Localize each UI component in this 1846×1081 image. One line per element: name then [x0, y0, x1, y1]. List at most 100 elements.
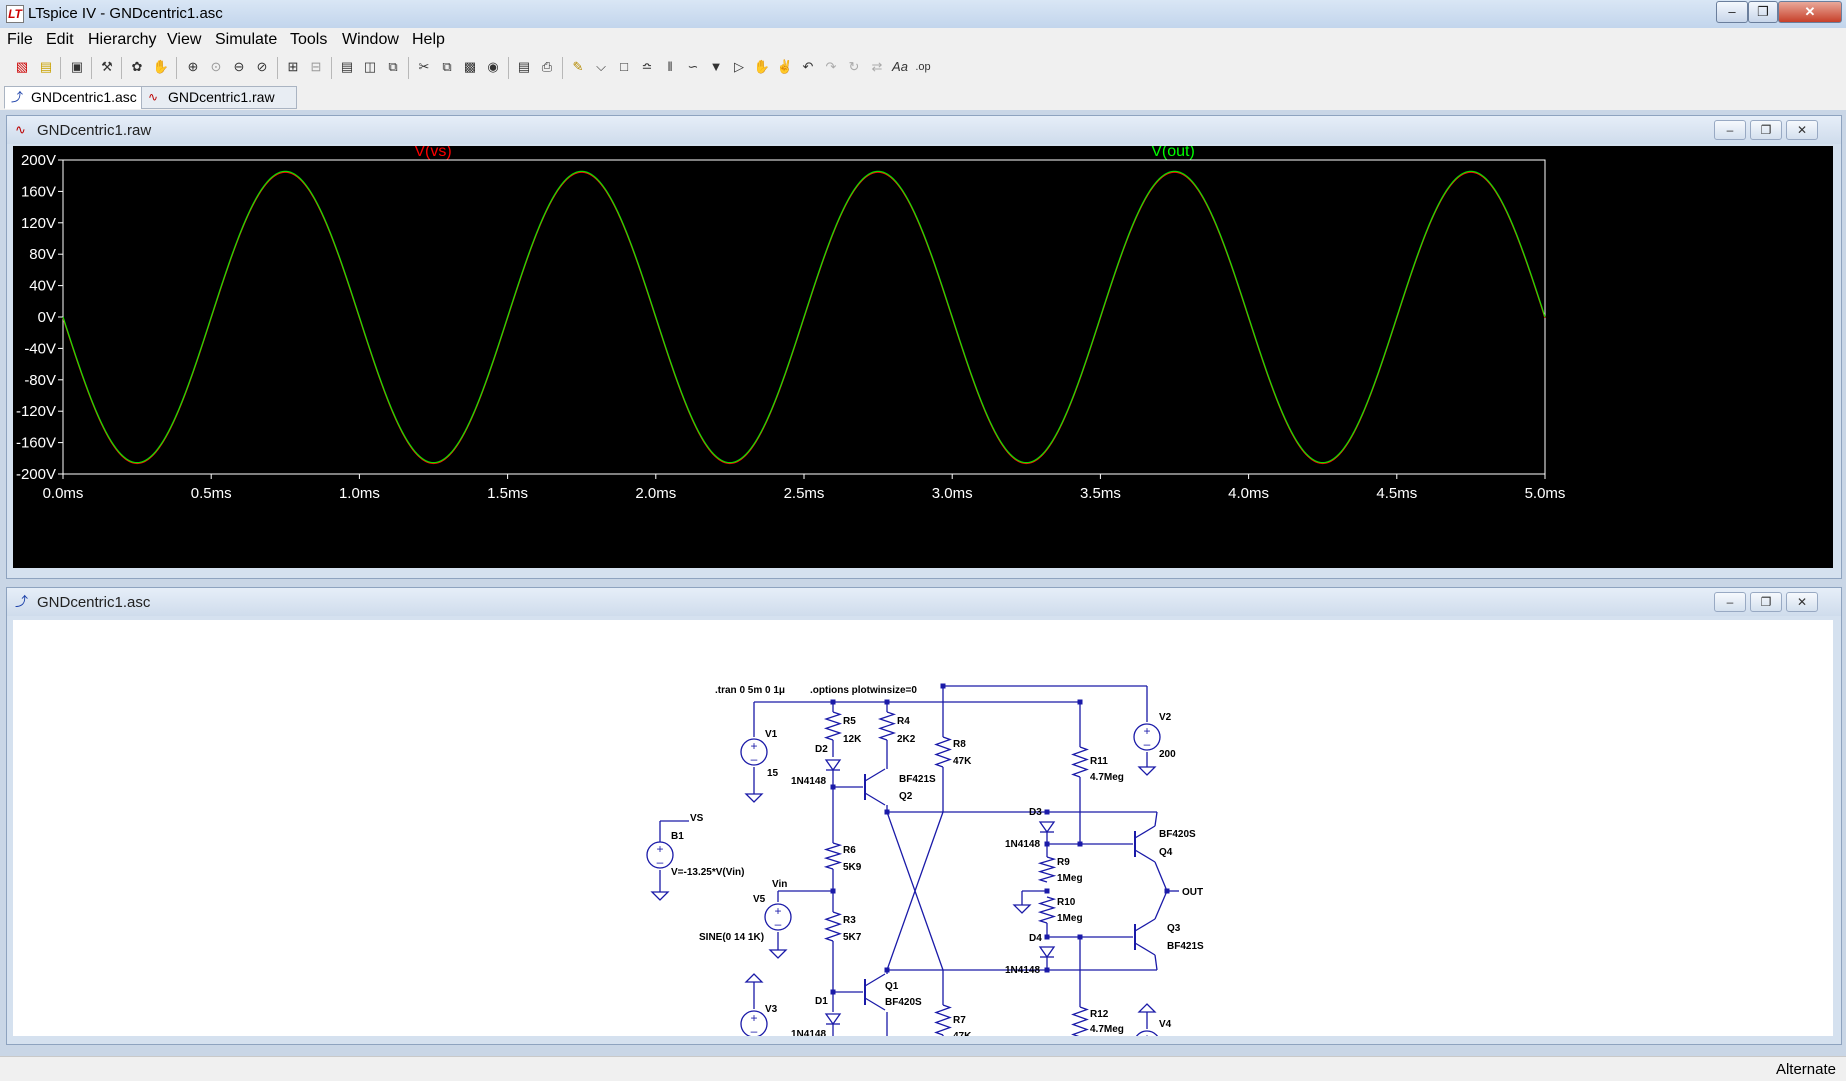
tab-label: GNDcentric1.raw	[168, 89, 275, 105]
waveform-icon: ∿	[15, 122, 26, 137]
y-tick-label: 120V	[21, 215, 56, 232]
spice-directive-icon[interactable]: .op	[915, 61, 931, 73]
text-icon[interactable]: Aa	[892, 59, 908, 74]
schematic-window: ⤴ GNDcentric1.asc – ❐ ✕ .tran 0 5m 0 1μ.…	[6, 587, 1842, 1081]
menu-window[interactable]: Window	[342, 31, 399, 48]
autorange-icon[interactable]: ⊞	[287, 59, 299, 74]
q2-transistor-emitter	[864, 792, 886, 806]
x-tick-label: 3.0ms	[932, 485, 973, 502]
ground-icon[interactable]: ⌵	[596, 59, 606, 74]
label-icon[interactable]: □	[620, 59, 628, 74]
v5-source-plus: +	[774, 904, 781, 918]
capacitor-icon[interactable]: ‖	[667, 59, 673, 74]
v1-label: V1	[765, 729, 778, 740]
waveform-chart[interactable]: 200V160V120V80V40V0V-40V-80V-120V-160V-2…	[13, 143, 1833, 568]
close-icon[interactable]: ✕	[1778, 1, 1842, 23]
zoom-in-icon[interactable]: ⊕	[187, 59, 199, 74]
print-setup-icon[interactable]: ▤	[517, 59, 531, 74]
tab-waveform[interactable]: ∿ GNDcentric1.raw	[141, 86, 297, 109]
copy-icon[interactable]: ⧉	[442, 59, 452, 74]
wire	[886, 811, 944, 971]
r8-value: 47K	[953, 756, 972, 767]
menu-file[interactable]: File	[7, 31, 33, 48]
rotate-icon[interactable]: ↻	[848, 59, 860, 74]
menu-view[interactable]: View	[167, 31, 202, 48]
r9-label: R9	[1057, 857, 1070, 868]
find-icon[interactable]: ◉	[487, 59, 499, 74]
zoom-out-icon[interactable]: ⊖	[233, 59, 245, 74]
new-schematic-icon[interactable]: ▧	[15, 59, 29, 74]
x-tick-label: 1.0ms	[339, 485, 380, 502]
minimize-icon[interactable]: –	[1714, 120, 1746, 140]
ltspice-app-icon[interactable]: LT	[6, 5, 24, 23]
menu-tools[interactable]: Tools	[290, 31, 328, 48]
redo-icon[interactable]: ↷	[825, 59, 837, 74]
toolbar-separator	[277, 57, 278, 79]
toolbar-separator	[176, 57, 177, 79]
fit-icon[interactable]: ⊟	[310, 59, 322, 74]
q3-label: Q3	[1167, 923, 1181, 934]
diode-icon[interactable]: ▼	[709, 59, 723, 74]
cascade-icon[interactable]: ⧉	[388, 59, 398, 74]
restore-icon[interactable]: ❐	[1750, 592, 1782, 612]
close-icon[interactable]: ✕	[1786, 120, 1818, 140]
undo-icon[interactable]: ↶	[802, 59, 814, 74]
print-icon[interactable]: ⎙	[541, 59, 553, 74]
pan-hand-icon[interactable]: ✋	[152, 59, 170, 74]
tile-horizontal-icon[interactable]: ▤	[340, 59, 354, 74]
d3-diode	[1038, 821, 1056, 834]
component-icon[interactable]: ▷	[734, 59, 744, 74]
toolbar-separator	[91, 57, 92, 79]
tab-schematic[interactable]: ⤴ GNDcentric1.asc	[4, 86, 142, 109]
x-tick-label: 0.0ms	[43, 485, 84, 502]
menu-help[interactable]: Help	[412, 31, 445, 48]
open-icon[interactable]: ▤	[39, 59, 53, 74]
menu-edit[interactable]: Edit	[46, 31, 74, 48]
menu-hierarchy[interactable]: Hierarchy	[88, 31, 157, 48]
menu-simulate[interactable]: Simulate	[215, 31, 278, 48]
waveform-icon: ∿	[148, 90, 159, 104]
run-icon[interactable]: ✿	[131, 59, 143, 74]
schematic-icon: ⤴	[11, 90, 24, 104]
q4-value: BF420S	[1159, 829, 1196, 840]
options-directive: .options plotwinsize=0	[810, 685, 917, 696]
status-text: Alternate	[1775, 1061, 1836, 1078]
r8-resistor	[934, 736, 952, 768]
save-icon[interactable]: ▣	[70, 59, 84, 74]
move-icon[interactable]: ✋	[753, 59, 771, 74]
minimize-icon[interactable]: –	[1716, 1, 1748, 23]
restore-icon[interactable]: ❐	[1750, 120, 1782, 140]
tran-directive: .tran 0 5m 0 1μ	[715, 685, 785, 696]
v4-label: V4	[1159, 1019, 1172, 1030]
q1-transistor-emitter	[864, 997, 886, 1011]
minimize-icon[interactable]: –	[1714, 592, 1746, 612]
ground-symbol	[744, 793, 764, 803]
tile-vertical-icon[interactable]: ◫	[363, 59, 377, 74]
zoom-cancel-icon[interactable]: ⊘	[256, 59, 268, 74]
q2-transistor-collector	[864, 768, 886, 782]
inductor-icon[interactable]: ∽	[687, 59, 699, 74]
y-tick-label: -120V	[16, 403, 56, 420]
schematic-drawing[interactable]: .tran 0 5m 0 1μ .options plotwinsize=0 +– V…	[13, 620, 1833, 1081]
close-icon[interactable]: ✕	[1786, 592, 1818, 612]
toolbar-separator	[408, 57, 409, 79]
maximize-icon[interactable]: ❐	[1748, 1, 1778, 23]
paste-icon[interactable]: ▩	[463, 59, 477, 74]
wire-icon[interactable]: ✎	[572, 59, 584, 74]
v5-source-minus: –	[775, 917, 782, 931]
wire	[1154, 861, 1168, 892]
schematic-canvas[interactable]: .tran 0 5m 0 1μ .options plotwinsize=0 +– V…	[13, 620, 1833, 1081]
mirror-icon[interactable]: ⇄	[871, 59, 883, 74]
y-tick-label: 0V	[38, 309, 56, 326]
hammer-icon[interactable]: ⚒	[101, 59, 113, 74]
cut-icon[interactable]: ✂	[418, 59, 430, 74]
r9-value: 1Meg	[1057, 873, 1083, 884]
resistor-icon[interactable]: ≏	[641, 59, 653, 74]
drag-icon[interactable]: ✌	[776, 59, 794, 74]
y-tick-label: -80V	[24, 372, 56, 389]
r11-label: R11	[1090, 756, 1108, 767]
zoom-area-icon[interactable]: ⊙	[210, 59, 222, 74]
junction	[1077, 699, 1083, 705]
y-tick-label: 200V	[21, 152, 56, 169]
